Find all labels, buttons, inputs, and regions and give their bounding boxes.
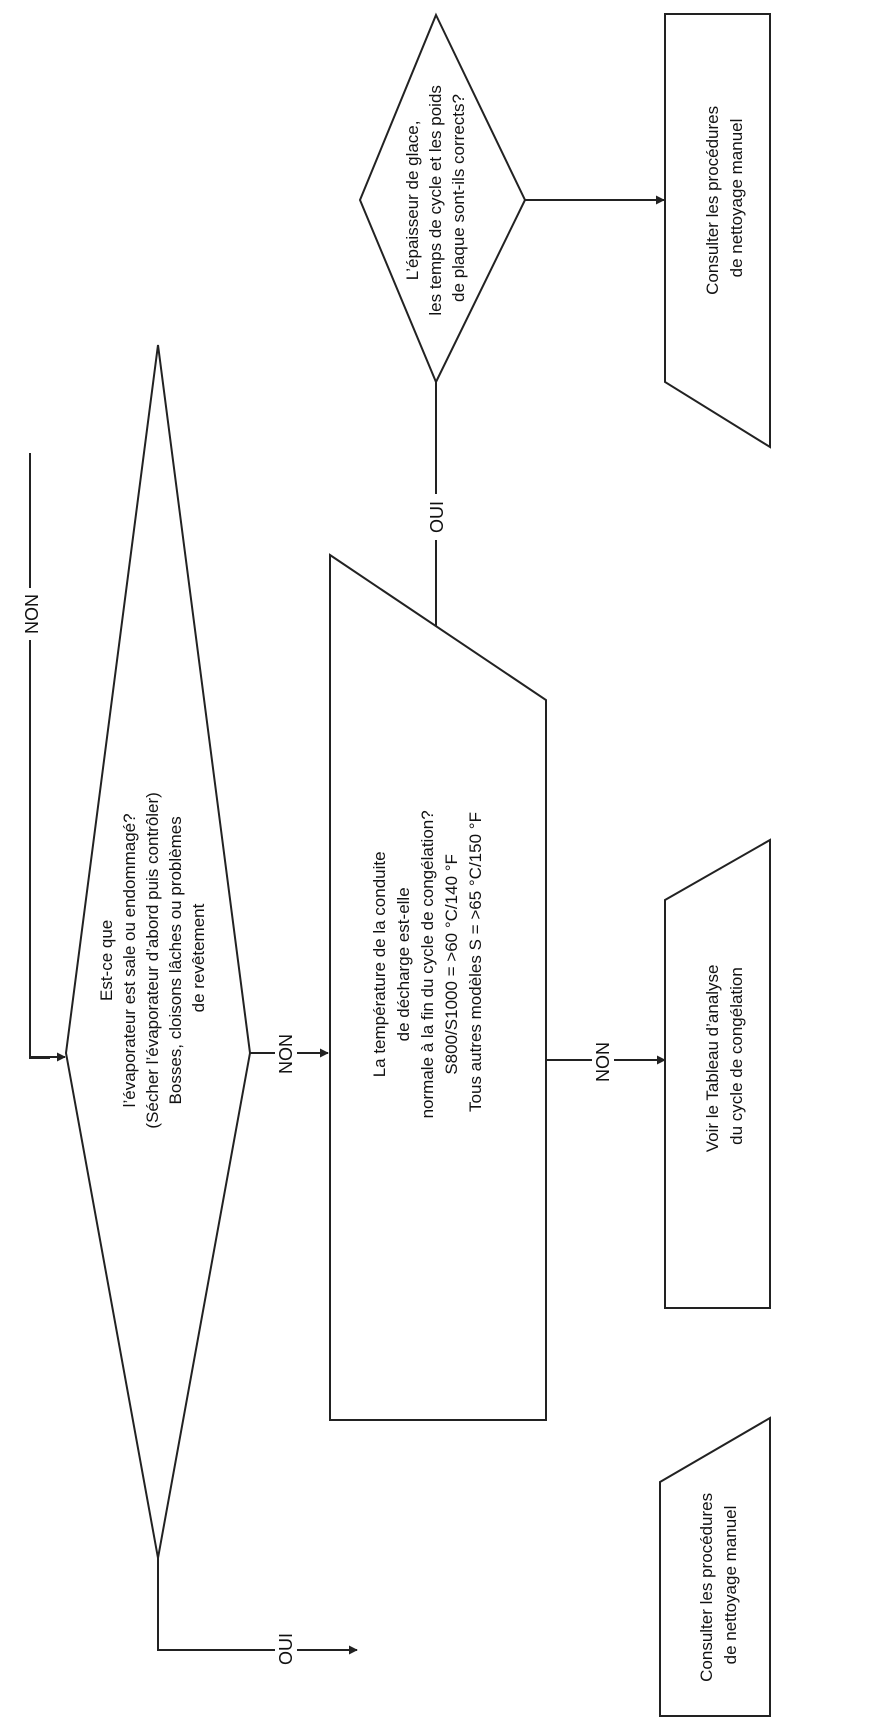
end-left-line: Consulter les procédures [697,1493,716,1682]
step-discharge-line: La température de la conduite [370,851,389,1077]
decision-ice-line: de plaque sont-ils corrects? [449,94,468,302]
label-non-mid: NON [276,1034,296,1074]
step-discharge: La température de la conduite de décharg… [329,553,547,1421]
label-non-bottom: NON [593,1042,613,1082]
connector-loop-non [29,453,50,1059]
decision-ice-diamond [358,12,527,385]
decision-ice-line: L’épaisseur de glace, [403,121,422,281]
end-left-line: de nettoyage manuel [721,1506,740,1665]
decision-evaporator-line: Bosses, cloisons lâches ou problèmes [166,816,185,1104]
end-right: Consulter les procédures de nettoyage ma… [664,13,771,449]
decision-ice-text: L’épaisseur de glace, les temps de cycle… [403,80,468,315]
end-middle: Voir le Tableau d’analyse du cycle de co… [664,838,771,1309]
end-right-line: de nettoyage manuel [727,119,746,278]
end-left-text: Consulter les procédures de nettoyage ma… [697,1488,740,1682]
end-middle-box [664,838,771,1309]
decision-ice-line: les temps de cycle et les poids [426,85,445,316]
label-non-top: NON [22,594,42,634]
end-middle-line: du cycle de congélation [727,967,746,1145]
end-left-box [659,1416,771,1717]
end-right-text: Consulter les procédures de nettoyage ma… [703,101,746,295]
end-left: Consulter les procédures de nettoyage ma… [659,1416,771,1717]
step-discharge-box [329,553,547,1421]
end-middle-text: Voir le Tableau d’analyse du cycle de co… [703,960,746,1153]
connector-labels: NON NON NON OUI OUI [20,494,614,1672]
decision-evaporator-line: l’évaporateur est sale ou endommagé? [120,813,139,1107]
end-middle-line: Voir le Tableau d’analyse [703,964,722,1152]
label-oui-right: OUI [427,501,447,533]
decision-ice: L’épaisseur de glace, les temps de cycle… [358,12,527,385]
step-discharge-line: normale à la fin du cycle de congélation… [418,810,437,1118]
decision-evaporator-text: Est-ce que l’évaporateur est sale ou end… [97,787,208,1128]
end-right-box [664,13,771,449]
step-discharge-line: de décharge est-elle [394,887,413,1041]
decision-evaporator-diamond [64,344,252,1559]
decision-evaporator-line: (Sécher l’évaporateur d’abord puis contr… [143,792,162,1128]
end-right-line: Consulter les procédures [703,106,722,295]
step-discharge-text: La température de la conduite de décharg… [370,806,485,1119]
label-oui-left: OUI [276,1633,296,1665]
decision-evaporator: Est-ce que l’évaporateur est sale ou end… [64,344,252,1559]
decision-evaporator-line: de revêtement [189,903,208,1012]
step-discharge-line: S800/S1000 = >60 °C/140 °F [442,854,461,1075]
step-discharge-line: Tous autres modèles S = >65 °C/150 °F [466,812,485,1112]
decision-evaporator-line: Est-ce que [97,920,116,1001]
